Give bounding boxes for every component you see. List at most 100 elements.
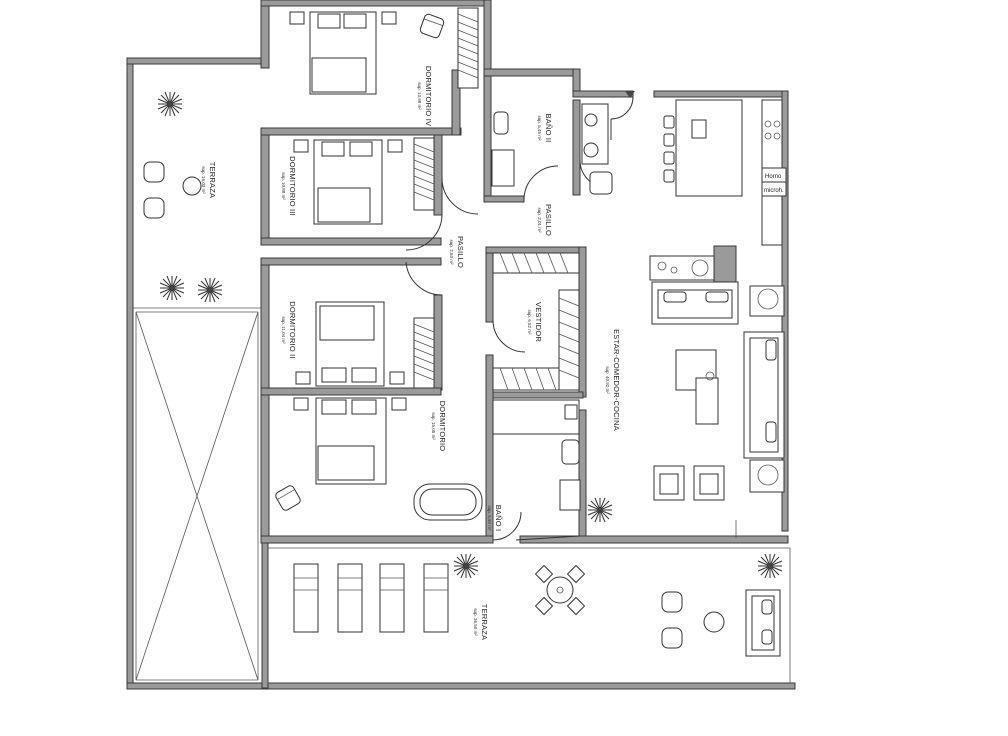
bathroom-fixtures [491,111,581,511]
wall-kitchen-top-left [572,90,634,98]
sun-lounger-icon [293,563,319,633]
doors [405,96,634,541]
bed-icon [293,139,403,225]
terrace-bottom-furniture [293,497,783,657]
beds [289,11,407,485]
wall-dorm-iv-left [260,0,270,69]
armchair-icon [749,285,785,317]
entrance-lamp [583,142,599,158]
cooktop [764,120,781,140]
side-table [695,377,719,425]
room-area: sup. 40,92 m² [605,366,610,394]
room-name: DORMITORIO [438,401,447,452]
wall-dorm-i-bottom [260,535,494,544]
wall-bano-ii-corner [572,68,581,92]
sofa-icon [651,281,739,325]
wall-vestidor-right [578,246,587,398]
walls [126,0,796,690]
armchair-icon [749,459,785,493]
label-dorm-iv: DORMITORIO IV sup. 13,98 m² [417,66,433,126]
toilet-bano-ii [493,111,509,135]
wall-bottom [126,682,796,690]
label-pasillo-1: PASILLO sup. 2,53 m² [449,236,465,268]
living-area [651,281,785,538]
wardrobe-vestidor [492,252,580,391]
door-bano-ii [523,165,559,201]
armchair-icon [275,485,301,511]
label-pasillo-2: PASILLO sup. 2,01 m² [537,204,553,236]
wall-terrace-left [126,57,134,689]
wall-dorm-iv-bottom [260,127,462,136]
wall-kitchen-column [713,245,737,283]
wall-vestidor-top [485,246,583,254]
bathtub-icon [413,483,483,521]
terrace-edges [133,307,791,683]
bed-icon [293,397,407,485]
bar-stools [663,115,675,183]
room-area: sup. 16,03 m² [201,166,206,194]
room-name: ESTAR-COMEDOR-COCINA [612,329,621,431]
palm-plant-icon [453,553,479,579]
kitchen-island [675,99,743,197]
palm-plant-icon [157,91,183,117]
room-area: sup. 2,01 m² [537,207,542,233]
oven-label: Horno [765,174,782,180]
wardrobe-dorm-ii [413,317,435,389]
room-name: VESTIDOR [534,302,543,342]
wall-dorm-iv-right [483,0,492,77]
palm-plant-icon [587,497,613,523]
island-sink [691,119,707,139]
label-dorm-ii: DORMITORIO II sup. 11,04 m² [281,301,297,358]
room-name: PASILLO [456,236,465,268]
sun-lounger-icon [379,563,405,633]
door-pasillo [405,214,443,251]
label-vestidor: VESTIDOR sup. 6,52 m² [527,302,543,342]
wall-dorm-iii-right [433,134,443,216]
palm-plant-icon [757,553,783,579]
room-labels: TERRAZA sup. 16,03 m² DORMITORIO IV sup.… [201,66,621,640]
wall-bano-i-right [578,409,587,541]
sofa-icon [743,331,785,459]
wardrobe-dorm-iii [413,137,435,211]
room-name: BAÑO II [544,114,553,143]
wall-bano-ii-top [483,68,581,77]
label-terraza-bottom: TERRAZA sup. 36,50 m² [473,604,489,640]
microwave [761,181,787,197]
room-name: TERRAZA [480,604,489,640]
sink-bano-i [559,479,581,511]
wall-bano-ii-left [483,75,492,201]
room-name: TERRAZA [208,162,217,198]
door-entrance-swing [610,96,634,120]
room-name: DORMITORIO III [288,156,297,216]
label-dorm-iii: DORMITORIO III sup. 10,88 m² [281,156,297,216]
room-name: DORMITORIO IV [424,66,433,126]
terrace-bottom-side-table [703,611,725,633]
armchair-icon [661,591,683,649]
wall-dorm-i-left [260,391,270,541]
room-area: sup. 11,04 m² [281,316,286,344]
toilet-bano-i [561,439,580,465]
wall-dorm-iv-closet [451,69,461,136]
room-area: sup. 13,98 m² [417,82,422,110]
bedroom-chairs [275,13,445,511]
room-area: sup. 5,90 m² [487,505,492,531]
palm-plant-icon [159,275,185,301]
door-terrace [515,535,581,541]
room-name: DORMITORIO II [288,301,297,358]
wardrobe-dorm-iv [457,7,479,89]
wall-bano-ii-bottom [483,195,525,203]
entrance-plant-pot [584,113,598,127]
shower-tap [564,404,578,420]
terrace-side-table [182,176,202,196]
wall-bano-ii-right [572,99,581,196]
sun-lounger-icon [423,563,449,633]
microwave-label: microh. [764,188,784,194]
dining-chairs [653,465,725,501]
door-dorm-ii [405,261,443,296]
wall-kitchen-top-right [653,90,789,98]
wall-dorm-ii-bottom [260,387,442,396]
wall-dorm-iii-left [260,129,270,241]
kitchen: Horno microh. [649,99,787,281]
